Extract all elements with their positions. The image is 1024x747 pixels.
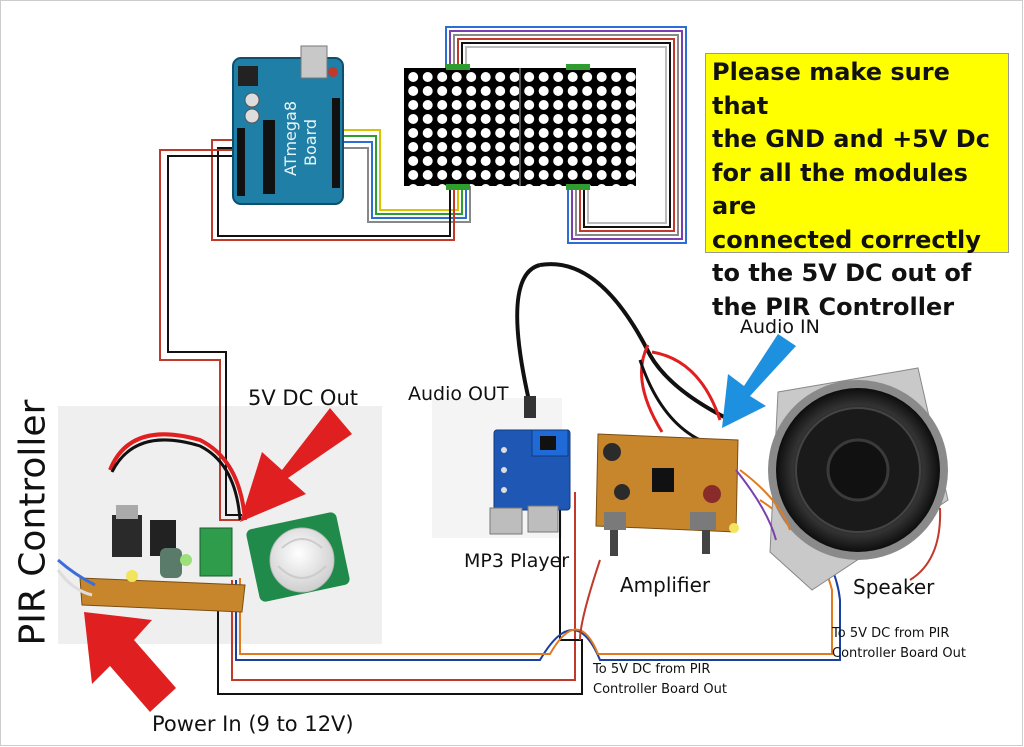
arrow-audio-in <box>722 334 796 428</box>
note-line: the PIR Controller <box>712 292 955 321</box>
pir-controller-label: PIR Controller <box>12 399 54 646</box>
to-5v-note-right: To 5V DC from PIR Controller Board Out <box>832 626 966 661</box>
pir-controller-board <box>56 432 247 613</box>
arduino-power-wires <box>211 139 455 241</box>
mp3-player-module <box>489 262 731 535</box>
note-line: to the 5V DC out of <box>712 259 972 287</box>
arduino-board <box>232 45 344 205</box>
amplifier-board <box>579 344 739 641</box>
note-line: for all the modules are <box>712 158 968 221</box>
matrix-loop-wires <box>445 26 687 244</box>
board-name-line1: ATmega8 <box>281 101 300 176</box>
note-line: Please make sure that <box>712 58 950 120</box>
audio-out-label: Audio OUT <box>408 383 509 405</box>
to-5v-note-left: To 5V DC from PIR Controller Board Out <box>593 662 727 697</box>
arrow-5v-dc-out <box>240 408 352 522</box>
dc-out-label: 5V DC Out <box>248 386 358 410</box>
pir-sensor <box>246 512 350 602</box>
arrow-power-in <box>84 612 176 712</box>
led-matrix <box>404 64 636 190</box>
mp3-player-label: MP3 Player <box>464 550 570 572</box>
amplifier-label: Amplifier <box>620 573 711 597</box>
speaker-label: Speaker <box>853 575 935 599</box>
speaker <box>735 367 949 591</box>
warning-note: Please make sure that the GND and +5V Dc… <box>705 53 1009 321</box>
arduino-matrix-wires <box>342 129 471 223</box>
note-line: the GND and +5V Dc <box>712 125 990 153</box>
note-line: connected correctly <box>712 225 981 254</box>
audio-in-label: Audio IN <box>740 316 820 338</box>
power-in-label: Power In (9 to 12V) <box>152 712 354 736</box>
board-name-line2: Board <box>301 119 320 166</box>
